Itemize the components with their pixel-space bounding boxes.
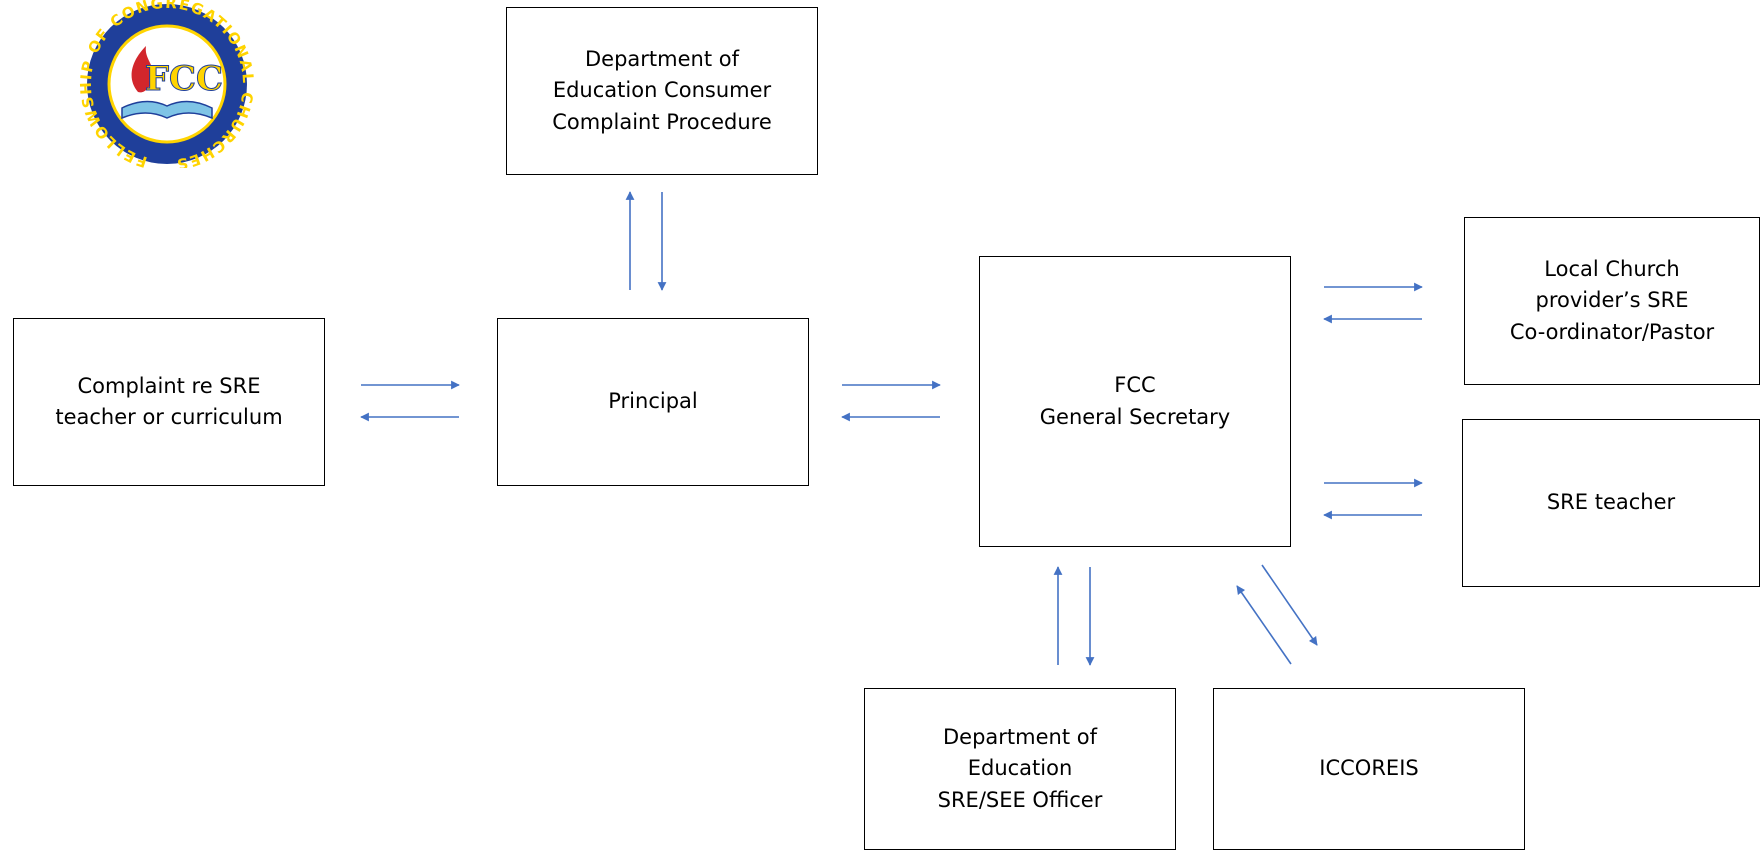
box-iccoreis: ICCOREIS	[1213, 688, 1525, 850]
box-local-church-line-2: provider’s SRE	[1535, 288, 1689, 313]
box-principal: Principal	[497, 318, 809, 486]
box-sre-teacher: SRE teacher	[1462, 419, 1760, 587]
box-doe-officer-line-2: Education	[967, 756, 1073, 781]
box-doe-complaint-line-1: Department of	[584, 46, 739, 71]
box-doe-sre-see-officer: Department of Education SRE/SEE Officer	[864, 688, 1176, 850]
box-local-church: Local Church provider’s SRE Co-ordinator…	[1464, 217, 1760, 385]
box-doe-complaint-procedure: Department of Education Consumer Complai…	[506, 7, 818, 175]
arrow-fcc-to-iccoreis	[1261, 564, 1318, 646]
box-iccoreis-line-1: ICCOREIS	[1319, 756, 1419, 781]
box-fcc-general-secretary: FCC General Secretary	[979, 256, 1291, 547]
box-sre-teacher-line-1: SRE teacher	[1546, 490, 1676, 515]
box-complaint: Complaint re SRE teacher or curriculum	[13, 318, 325, 486]
box-doe-officer-line-3: SRE/SEE Officer	[937, 787, 1103, 812]
box-complaint-line-1: Complaint re SRE	[77, 373, 261, 398]
box-local-church-line-1: Local Church	[1544, 256, 1680, 281]
logo-initials: FCC	[145, 59, 223, 99]
box-local-church-line-3: Co-ordinator/Pastor	[1509, 319, 1715, 344]
box-principal-line-1: Principal	[608, 389, 698, 414]
box-doe-complaint-line-3: Complaint Procedure	[552, 109, 772, 134]
box-fcc-line-1: FCC	[1114, 373, 1156, 397]
fcc-logo: FELLOWSHIP OF CONGREGATIONAL CHURCHES FC…	[77, 0, 256, 168]
flame-icon	[131, 46, 153, 93]
box-doe-officer-line-1: Department of	[943, 724, 1097, 749]
arrow-iccoreis-to-fcc	[1236, 585, 1292, 665]
box-doe-complaint-line-2: Education Consumer	[552, 78, 772, 103]
book-icon	[121, 100, 213, 120]
box-fcc-line-2: General Secretary	[1039, 404, 1231, 429]
box-complaint-line-2: teacher or curriculum	[55, 405, 283, 429]
